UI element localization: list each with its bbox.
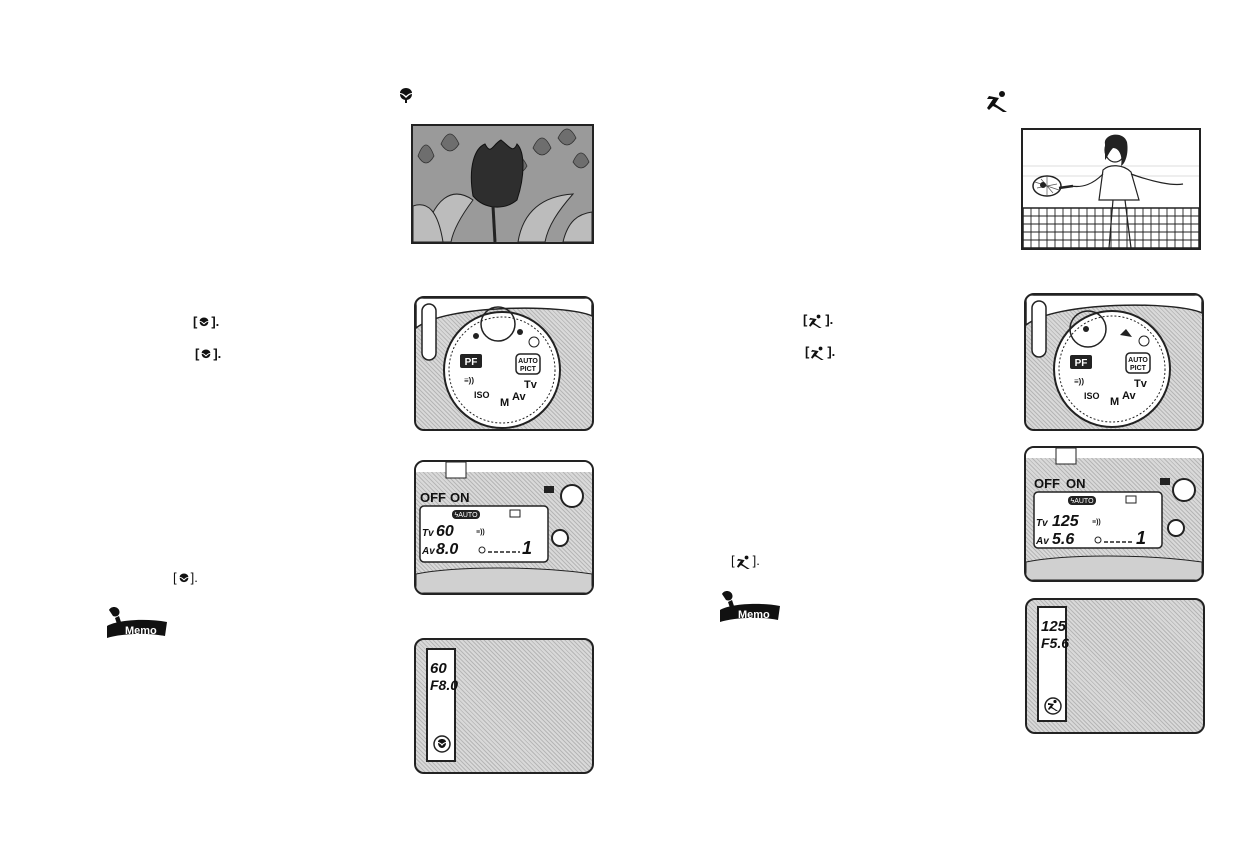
lcd-flash-auto: ϟAUTO [454, 512, 478, 519]
memo-label: Memo [125, 625, 157, 637]
step3-mode-text: []. [173, 570, 198, 585]
macro-icon [179, 573, 188, 583]
lcd-on-label: ON [450, 490, 470, 505]
sports-mode-icon [987, 91, 1007, 112]
step3-mode-text: []. [731, 553, 760, 569]
dial-tv-label: Tv [524, 379, 538, 391]
dial-iso-label: ISO [474, 390, 490, 400]
running-figure-icon [736, 555, 750, 569]
dial-av-label: Av [512, 391, 527, 403]
memo-pencil-icon: Memo [720, 591, 780, 622]
step1-mode-text: []. [193, 314, 220, 329]
viewfinder-illustration: 125 F5.6 [1025, 598, 1205, 734]
dial-auto-label: AUTO [1128, 357, 1148, 364]
dial-iso-label: ISO [1084, 391, 1100, 401]
viewfinder-aperture: F5.6 [1041, 635, 1070, 651]
macro-mode-icon [400, 88, 412, 103]
lcd-av-label: Av [421, 546, 436, 557]
svg-text:≡)): ≡)) [464, 376, 474, 385]
macro-icon [200, 317, 209, 327]
lcd-tv-value: 60 [436, 523, 454, 540]
svg-text:≡)): ≡)) [1074, 377, 1084, 386]
tulip-photo [411, 124, 594, 244]
step2-mode-text: []. [805, 344, 836, 360]
running-figure-icon [811, 346, 825, 360]
dial-pf-label: PF [1075, 358, 1088, 369]
lcd-frames: 1 [522, 538, 532, 558]
dial-pict-label: PICT [1130, 365, 1147, 372]
running-figure-icon [1044, 697, 1062, 715]
dial-m-label: M [1110, 396, 1119, 408]
dial-pf-label: PF [465, 357, 478, 368]
lcd-panel-illustration: OFF ON ϟAUTO Tv 125 ≡)) Av 5.6 1 [1024, 446, 1204, 582]
dial-tv-label: Tv [1134, 378, 1148, 390]
step1-mode-text: []. [803, 312, 834, 328]
mode-dial-illustration: PF AUTO PICT Tv Av M ISO ≡)) [414, 296, 594, 431]
lcd-tv-value: 125 [1052, 513, 1080, 530]
lcd-tv-label: Tv [422, 528, 435, 539]
macro-icon [202, 349, 211, 359]
lcd-flash-auto: ϟAUTO [1070, 498, 1094, 505]
viewfinder-shutter: 60 [430, 660, 447, 677]
lcd-av-value: 5.6 [1052, 531, 1074, 548]
running-figure-icon [809, 314, 823, 328]
viewfinder-info-strip: 60 F8.0 [426, 648, 459, 762]
lcd-on-label: ON [1066, 476, 1086, 491]
lcd-tv-label: Tv [1036, 518, 1049, 529]
macro-icon [433, 735, 451, 753]
memo-label: Memo [738, 609, 770, 621]
dial-pict-label: PICT [520, 366, 537, 373]
svg-text:≡)): ≡)) [1092, 519, 1101, 526]
svg-text:≡)): ≡)) [476, 529, 485, 536]
tennis-player-illustration [1021, 128, 1201, 250]
lcd-off-label: OFF [1034, 476, 1060, 491]
dial-av-label: Av [1122, 390, 1137, 402]
viewfinder-info-strip: 125 F5.6 [1037, 606, 1070, 722]
lcd-frames: 1 [1136, 528, 1146, 548]
dial-auto-label: AUTO [518, 358, 538, 365]
viewfinder-shutter: 125 [1041, 618, 1067, 635]
lcd-off-label: OFF [420, 490, 446, 505]
dial-m-label: M [500, 397, 509, 409]
lcd-av-label: Av [1035, 536, 1050, 547]
viewfinder-illustration: 60 F8.0 [414, 638, 594, 774]
memo-pencil-icon: Memo [107, 607, 167, 638]
viewfinder-aperture: F8.0 [430, 677, 459, 693]
mode-dial-illustration: PF AUTO PICT Tv Av M ISO ≡)) [1024, 293, 1204, 431]
lcd-av-value: 8.0 [436, 541, 458, 558]
lcd-panel-illustration: OFF ON ϟAUTO Tv 60 ≡)) Av 8.0 1 [414, 460, 594, 595]
step2-mode-text: []. [195, 346, 222, 361]
